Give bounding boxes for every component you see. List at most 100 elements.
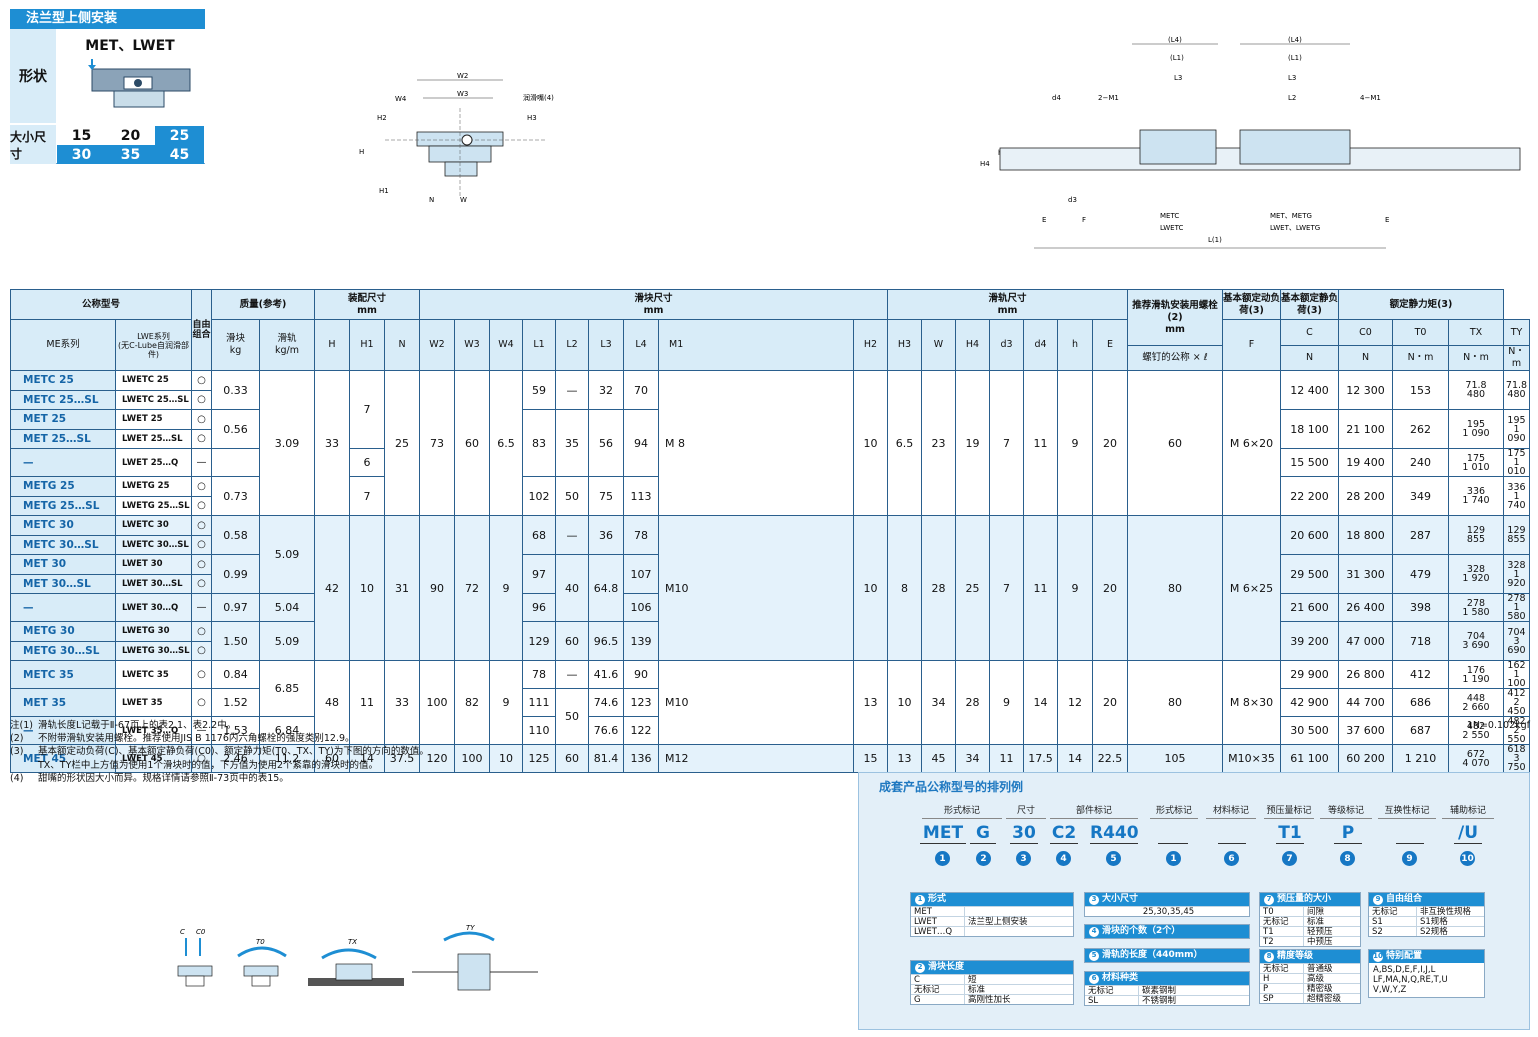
dim-L4: 78	[623, 515, 659, 555]
dim-H4: 34	[955, 744, 990, 773]
dim-F: 80	[1127, 515, 1223, 661]
model-me: METG 25…SL	[10, 495, 116, 516]
block-mass: 2.46	[211, 744, 260, 773]
svg-text:L3: L3	[1288, 74, 1296, 82]
dim-H3: 6.5	[887, 370, 922, 516]
dim-L3: 96.5	[588, 621, 624, 661]
free-combo-mark: ○	[191, 744, 212, 773]
dim-L4: 70	[623, 370, 659, 410]
rail-mass: 6.84	[259, 716, 315, 745]
free-combo-mark: ○	[191, 409, 212, 430]
svg-text:W: W	[460, 196, 467, 204]
th-W: W	[921, 319, 956, 371]
svg-text:L2: L2	[1288, 94, 1296, 102]
order-num-3: 3	[1016, 851, 1031, 866]
svg-text:LWET、LWETG: LWET、LWETG	[1270, 224, 1320, 232]
dim-H1: 14	[349, 744, 385, 773]
dim-E: 22.5	[1092, 744, 1128, 773]
free-combo-mark: ○	[191, 554, 212, 575]
model-me: METC 25…SL	[10, 389, 116, 410]
load-C0: 26 400	[1338, 593, 1393, 622]
load-C: 42 900	[1280, 688, 1339, 717]
model-lwe: LWETC 35	[115, 660, 192, 689]
dim-H2: 10	[853, 370, 888, 516]
model-lwe: LWET 35	[115, 688, 192, 717]
th-C0: C0	[1338, 319, 1393, 346]
load-C: 61 100	[1280, 744, 1339, 773]
model-me: —	[10, 716, 116, 745]
block-mass: 0.73	[211, 476, 260, 516]
svg-text:TY: TY	[466, 924, 475, 932]
dim-L4: 94	[623, 409, 659, 477]
svg-text:N: N	[429, 196, 434, 204]
th-free: 自由组合	[191, 289, 212, 371]
dim-H4: 19	[955, 370, 990, 516]
model-me: METG 30	[10, 621, 116, 642]
order-num-8: 8	[1340, 851, 1355, 866]
block-mass	[211, 448, 260, 477]
svg-text:H2: H2	[377, 114, 387, 122]
moment-T0: 412	[1392, 660, 1449, 689]
block-mass: 0.99	[211, 554, 260, 594]
dim-W: 34	[921, 660, 956, 745]
dim-L3: 81.4	[588, 744, 624, 773]
dim-H3: 13	[887, 744, 922, 773]
order-num-4: 4	[1056, 851, 1071, 866]
order-hdr-5: 材料标记	[1206, 805, 1256, 819]
dim-d4: 17.5	[1023, 744, 1058, 773]
th-mass: 质量(参考)	[211, 289, 315, 320]
model-lwe: LWET 30…Q	[115, 593, 192, 622]
th-L2: L2	[555, 319, 589, 371]
th-W4: W4	[489, 319, 523, 371]
th-bolt-sub: 螺钉的公称 × ℓ	[1127, 345, 1223, 371]
shape-name: MET、LWET	[85, 38, 175, 54]
dim-W3: 60	[454, 370, 490, 516]
load-C: 29 500	[1280, 554, 1339, 594]
order-val-rail: R440	[1090, 823, 1139, 844]
unit-note: 1N=0.102kgf	[1466, 720, 1530, 731]
dim-H2: 10	[853, 515, 888, 661]
th-unit-Nm2: N・m	[1448, 345, 1504, 371]
free-combo-mark: ○	[191, 534, 212, 555]
dim-L1: 129	[522, 621, 556, 661]
page-section-title: 法兰型上侧安装	[10, 9, 205, 29]
block-mass: 0.33	[211, 370, 260, 410]
dim-L2: —	[555, 660, 589, 689]
svg-text:H1: H1	[379, 187, 389, 195]
dim-H: 60	[314, 744, 350, 773]
size-25: 25	[155, 126, 204, 145]
size-15: 15	[71, 127, 92, 144]
moment-T0: 718	[1392, 621, 1449, 661]
model-lwe: LWETG 30…SL	[115, 640, 192, 661]
th-unit-Nm: N・m	[1392, 345, 1449, 371]
shape-thumbnail	[88, 59, 191, 108]
rail-mass: 5.04	[259, 593, 315, 622]
bolt-size: M 6×25	[1222, 515, 1281, 661]
svg-text:C0: C0	[196, 928, 206, 936]
th-H1: H1	[349, 319, 385, 371]
cross-section-drawing: W2 W3 W4 H2 H3 H H1 N W 润滑嘴(4)	[359, 72, 554, 204]
th-W3: W3	[454, 319, 490, 371]
svg-text:E: E	[1385, 216, 1389, 224]
dim-H2: 15	[853, 744, 888, 773]
dim-W: 23	[921, 370, 956, 516]
svg-text:W3: W3	[457, 90, 468, 98]
th-TX: TX	[1448, 319, 1504, 346]
rail-mass: 6.85	[259, 660, 315, 717]
order-num-9: 9	[1402, 851, 1417, 866]
svg-text:H: H	[359, 148, 364, 156]
